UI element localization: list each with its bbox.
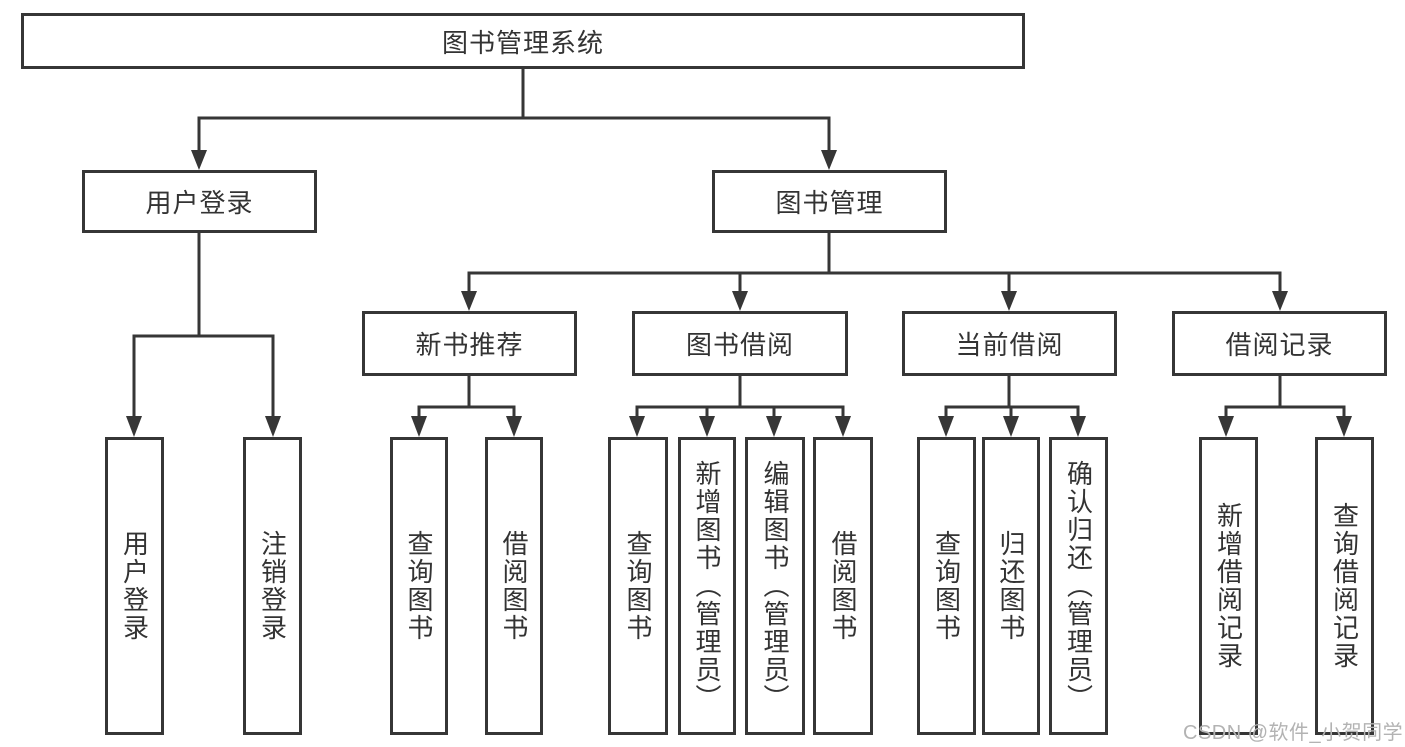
leaf-query-books-current: 查询图书 [917, 437, 976, 735]
leaf-user-login: 用户登录 [105, 437, 164, 735]
leaf-borrow-books-borrowing-label: 借阅图书 [828, 530, 858, 642]
leaf-query-borrow-record: 查询借阅记录 [1315, 437, 1374, 735]
node-new-book-recommend: 新书推荐 [362, 311, 577, 376]
leaf-confirm-return-admin: 确认归还（管理员） [1049, 437, 1108, 735]
node-new-book-recommend-label: 新书推荐 [415, 330, 524, 360]
leaf-query-books-borrowing: 查询图书 [608, 437, 668, 735]
leaf-user-login-label: 用户登录 [119, 530, 150, 642]
node-user-login-label: 用户登录 [145, 188, 254, 218]
leaf-edit-book-admin-label: 编辑图书（管理员） [760, 460, 790, 712]
leaf-borrow-books-recommend-label: 借阅图书 [499, 530, 529, 642]
node-book-management: 图书管理 [712, 170, 947, 233]
leaf-query-books-recommend: 查询图书 [390, 437, 448, 735]
leaf-add-borrow-record-label: 新增借阅记录 [1213, 502, 1244, 670]
node-root: 图书管理系统 [21, 13, 1025, 69]
node-book-borrowing: 图书借阅 [632, 311, 848, 376]
node-book-borrowing-label: 图书借阅 [685, 330, 794, 360]
node-current-borrowing: 当前借阅 [902, 311, 1117, 376]
leaf-query-borrow-record-label: 查询借阅记录 [1329, 502, 1360, 670]
leaf-query-books-current-label: 查询图书 [931, 530, 962, 642]
leaf-logout: 注销登录 [243, 437, 302, 735]
leaf-edit-book-admin: 编辑图书（管理员） [745, 437, 805, 735]
leaf-return-book: 归还图书 [982, 437, 1040, 735]
node-root-label: 图书管理系统 [441, 27, 604, 58]
node-user-login: 用户登录 [82, 170, 317, 233]
leaf-add-book-admin-label: 新增图书（管理员） [692, 460, 722, 712]
leaf-query-books-recommend-label: 查询图书 [404, 530, 434, 642]
watermark: CSDN @软件_小贺同学 [1183, 722, 1404, 744]
leaf-borrow-books-recommend: 借阅图书 [485, 437, 543, 735]
leaf-borrow-books-borrowing: 借阅图书 [813, 437, 873, 735]
leaf-add-borrow-record: 新增借阅记录 [1199, 437, 1258, 735]
node-book-management-label: 图书管理 [775, 188, 884, 218]
node-current-borrowing-label: 当前借阅 [955, 330, 1064, 360]
leaf-add-book-admin: 新增图书（管理员） [678, 437, 736, 735]
leaf-confirm-return-admin-label: 确认归还（管理员） [1063, 460, 1094, 712]
node-borrow-records: 借阅记录 [1172, 311, 1387, 376]
leaf-logout-label: 注销登录 [257, 530, 288, 642]
node-borrow-records-label: 借阅记录 [1225, 330, 1334, 360]
leaf-query-books-borrowing-label: 查询图书 [623, 530, 653, 642]
leaf-return-book-label: 归还图书 [996, 530, 1026, 642]
